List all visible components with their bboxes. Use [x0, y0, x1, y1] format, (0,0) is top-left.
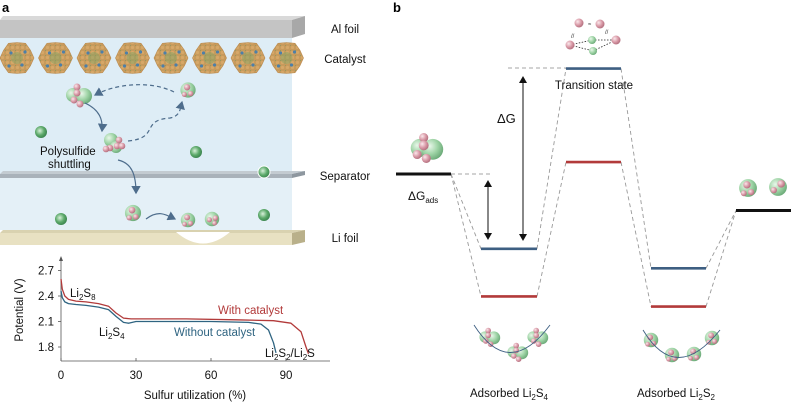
x-tick-label: 0	[58, 370, 64, 382]
connector-with-catalyst	[620, 162, 652, 307]
y-tick-label: 2.4	[38, 291, 55, 303]
connector-without-catalyst	[536, 68, 567, 249]
li-ion	[258, 209, 270, 221]
series-line-with-catalyst	[60, 278, 310, 355]
polysulfide-clusters	[66, 82, 220, 228]
y-axis-label: Potential (V)	[14, 278, 26, 341]
y-ticks: 1.8 2.1 2.4 2.7	[38, 266, 61, 354]
dendrite-cavity	[176, 232, 230, 244]
catalyst-particle	[115, 42, 150, 74]
y-tick-label: 2.7	[38, 266, 54, 278]
series-label-with-catalyst: With catalyst	[218, 305, 284, 317]
li-ion	[35, 126, 47, 138]
layer-label-catalyst: Catalyst	[324, 54, 366, 66]
dashed-arrow-up	[127, 100, 185, 142]
polysulfide-molecule	[124, 204, 142, 222]
battery-schematic: Polysulfide shuttling Al foil Catalyst S…	[0, 16, 370, 245]
polysulfide-molecule	[180, 212, 196, 228]
polysulfide-molecule	[704, 330, 720, 346]
discharge-chart: 1.8 2.1 2.4 2.7 0 30 60 90 Sulfur utilization …	[14, 256, 330, 402]
li-foil	[0, 230, 305, 245]
delta-g-label: ΔG	[497, 111, 516, 126]
arrow-through-separator	[117, 159, 141, 195]
series-line-without-catalyst	[60, 290, 277, 354]
polysulfide-molecule	[527, 327, 549, 348]
x-tick-label: 30	[130, 370, 143, 382]
catalyst-particles	[0, 42, 304, 74]
molecule-illustrations	[410, 133, 787, 363]
polysulfide-molecule	[739, 179, 757, 197]
transition-state-label: Transition state	[555, 80, 633, 92]
svg-text:≈: ≈	[588, 22, 592, 28]
svg-text://: //	[605, 30, 609, 36]
layer-label-li-foil: Li foil	[332, 233, 359, 245]
polysulfide-label-line1: Polysulfide	[40, 146, 96, 158]
x-tick-label: 90	[280, 370, 293, 382]
li-ion	[55, 213, 67, 225]
polysulfide-molecule	[204, 211, 220, 227]
catalyst-particle	[230, 42, 266, 74]
x-axis-label: Sulfur utilization (%)	[144, 390, 246, 402]
energy-diagram: ΔG ΔGads Transition state Adsorbed Li2S4…	[396, 18, 791, 402]
panel-a-label: a	[2, 0, 10, 15]
energy-levels	[396, 67, 791, 308]
annotation-li2s8: Li2S8	[70, 288, 96, 302]
x-tick-label: 60	[205, 370, 218, 382]
shuttle-arrows	[84, 84, 185, 221]
x-ticks: 0 30 60 90	[58, 358, 293, 382]
adsorption-surface-li2s4	[473, 324, 551, 353]
transition-state-molecule: ≈ // //	[565, 18, 621, 55]
y-tick-label: 2.1	[38, 317, 54, 329]
li-ion	[257, 165, 271, 179]
catalyst-particle	[192, 42, 227, 74]
connector-without-catalyst	[450, 173, 482, 249]
adsorption-surface-li2s2	[642, 329, 721, 358]
lithium-ions	[35, 126, 271, 225]
polysulfide-molecule	[686, 346, 702, 362]
connector-with-catalyst	[705, 210, 737, 307]
connector-without-catalyst	[705, 210, 737, 269]
layer-label-al-foil: Al foil	[331, 24, 359, 36]
annotation-li2s2-li2s: Li2S2/Li2S	[265, 348, 315, 362]
adsorbed-li2s2-label: Adsorbed Li2S2	[637, 388, 716, 402]
polysulfide-molecule	[410, 133, 444, 163]
polysulfide-molecule	[180, 82, 196, 98]
annotation-li2s4: Li2S4	[99, 327, 125, 341]
curves	[60, 278, 310, 355]
level-connectors	[450, 68, 737, 307]
connector-without-catalyst	[620, 68, 652, 269]
al-foil	[0, 16, 305, 38]
svg-text://: //	[571, 34, 575, 40]
polysulfide-molecule	[102, 133, 126, 153]
dashed-arrow-return	[93, 84, 175, 96]
panel-b-label: b	[393, 0, 401, 15]
polysulfide-molecule	[66, 83, 92, 108]
connector-with-catalyst	[450, 173, 482, 297]
catalyst-particle	[0, 42, 35, 74]
catalyst-particle	[153, 42, 189, 74]
y-tick-label: 1.8	[38, 342, 54, 354]
polysulfide-molecule	[769, 178, 787, 196]
polysulfide-molecule	[479, 327, 501, 348]
arrow-to-anode	[145, 211, 177, 221]
catalyst-particle	[269, 42, 304, 74]
y-axis-arrow-icon	[59, 256, 63, 261]
polysulfide-label-line2: shuttling	[48, 159, 91, 171]
catalyst-particle	[76, 42, 112, 74]
li-ion	[190, 146, 202, 158]
arrow-down-1	[84, 102, 108, 133]
catalyst-particle	[38, 42, 73, 74]
electrolyte-region-lower	[0, 178, 292, 230]
adsorbed-li2s4-label: Adsorbed Li2S4	[470, 388, 549, 402]
layer-label-separator: Separator	[320, 171, 371, 183]
connector-with-catalyst	[536, 162, 567, 297]
series-label-without-catalyst: Without catalyst	[174, 327, 256, 339]
delta-g-ads-label: ΔGads	[408, 189, 438, 205]
separator	[0, 171, 305, 178]
